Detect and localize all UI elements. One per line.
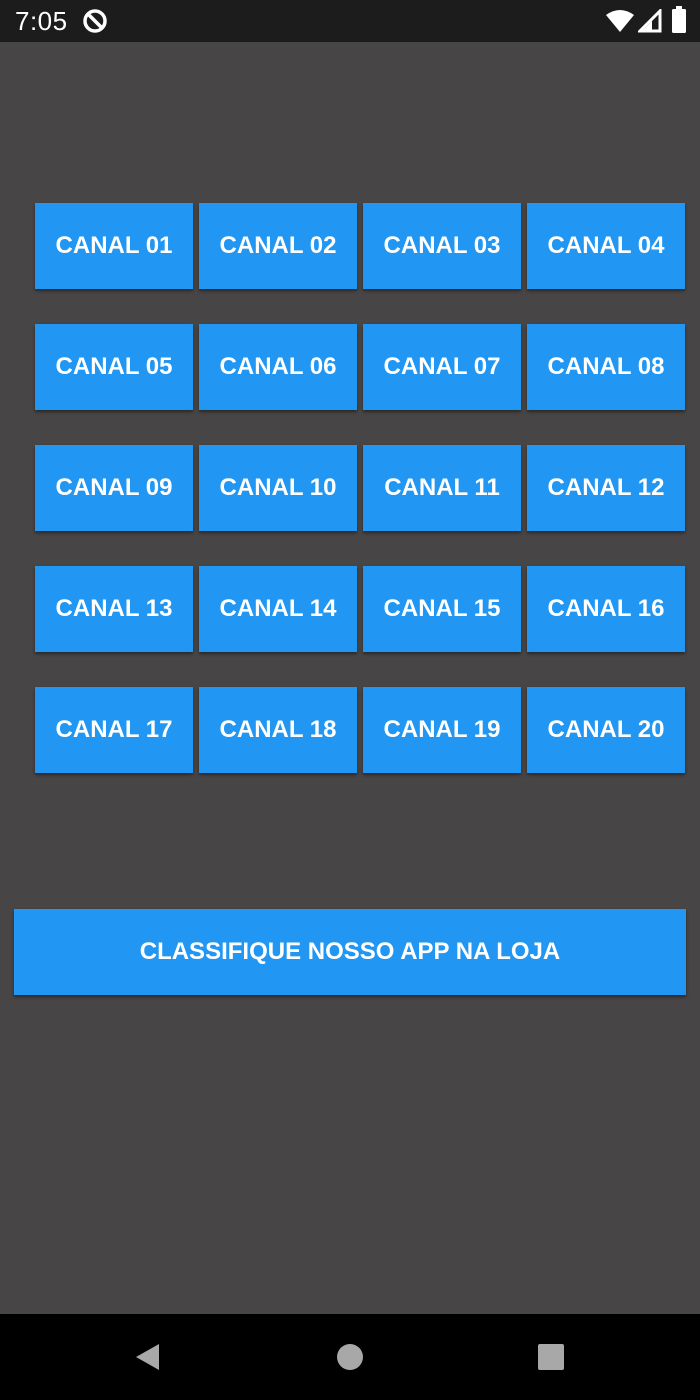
- channel-button-04[interactable]: CANAL 04: [527, 203, 685, 289]
- channel-button-03[interactable]: CANAL 03: [363, 203, 521, 289]
- channel-button-07[interactable]: CANAL 07: [363, 324, 521, 410]
- back-button[interactable]: [124, 1334, 170, 1380]
- back-icon: [136, 1344, 159, 1370]
- data-saver-icon: [83, 9, 107, 33]
- channel-button-01[interactable]: CANAL 01: [35, 203, 193, 289]
- channel-button-08[interactable]: CANAL 08: [527, 324, 685, 410]
- channel-button-14[interactable]: CANAL 14: [199, 566, 357, 652]
- channel-button-17[interactable]: CANAL 17: [35, 687, 193, 773]
- channel-button-06[interactable]: CANAL 06: [199, 324, 357, 410]
- channel-button-13[interactable]: CANAL 13: [35, 566, 193, 652]
- channel-button-16[interactable]: CANAL 16: [527, 566, 685, 652]
- recents-button[interactable]: [528, 1334, 574, 1380]
- channel-button-15[interactable]: CANAL 15: [363, 566, 521, 652]
- navigation-bar: [0, 1314, 700, 1400]
- home-icon: [337, 1344, 363, 1370]
- channel-button-10[interactable]: CANAL 10: [199, 445, 357, 531]
- signal-icon: [638, 9, 662, 33]
- channel-button-11[interactable]: CANAL 11: [363, 445, 521, 531]
- status-bar: 7:05: [0, 0, 700, 42]
- battery-icon: [672, 6, 686, 33]
- home-button[interactable]: [327, 1334, 373, 1380]
- channel-button-02[interactable]: CANAL 02: [199, 203, 357, 289]
- rate-app-button[interactable]: CLASSIFIQUE NOSSO APP NA LOJA: [14, 909, 686, 995]
- channel-button-09[interactable]: CANAL 09: [35, 445, 193, 531]
- channel-button-12[interactable]: CANAL 12: [527, 445, 685, 531]
- recents-icon: [538, 1344, 564, 1370]
- status-time: 7:05: [15, 6, 68, 36]
- channel-button-05[interactable]: CANAL 05: [35, 324, 193, 410]
- channel-button-18[interactable]: CANAL 18: [199, 687, 357, 773]
- channel-button-19[interactable]: CANAL 19: [363, 687, 521, 773]
- channel-button-20[interactable]: CANAL 20: [527, 687, 685, 773]
- wifi-icon: [606, 10, 634, 32]
